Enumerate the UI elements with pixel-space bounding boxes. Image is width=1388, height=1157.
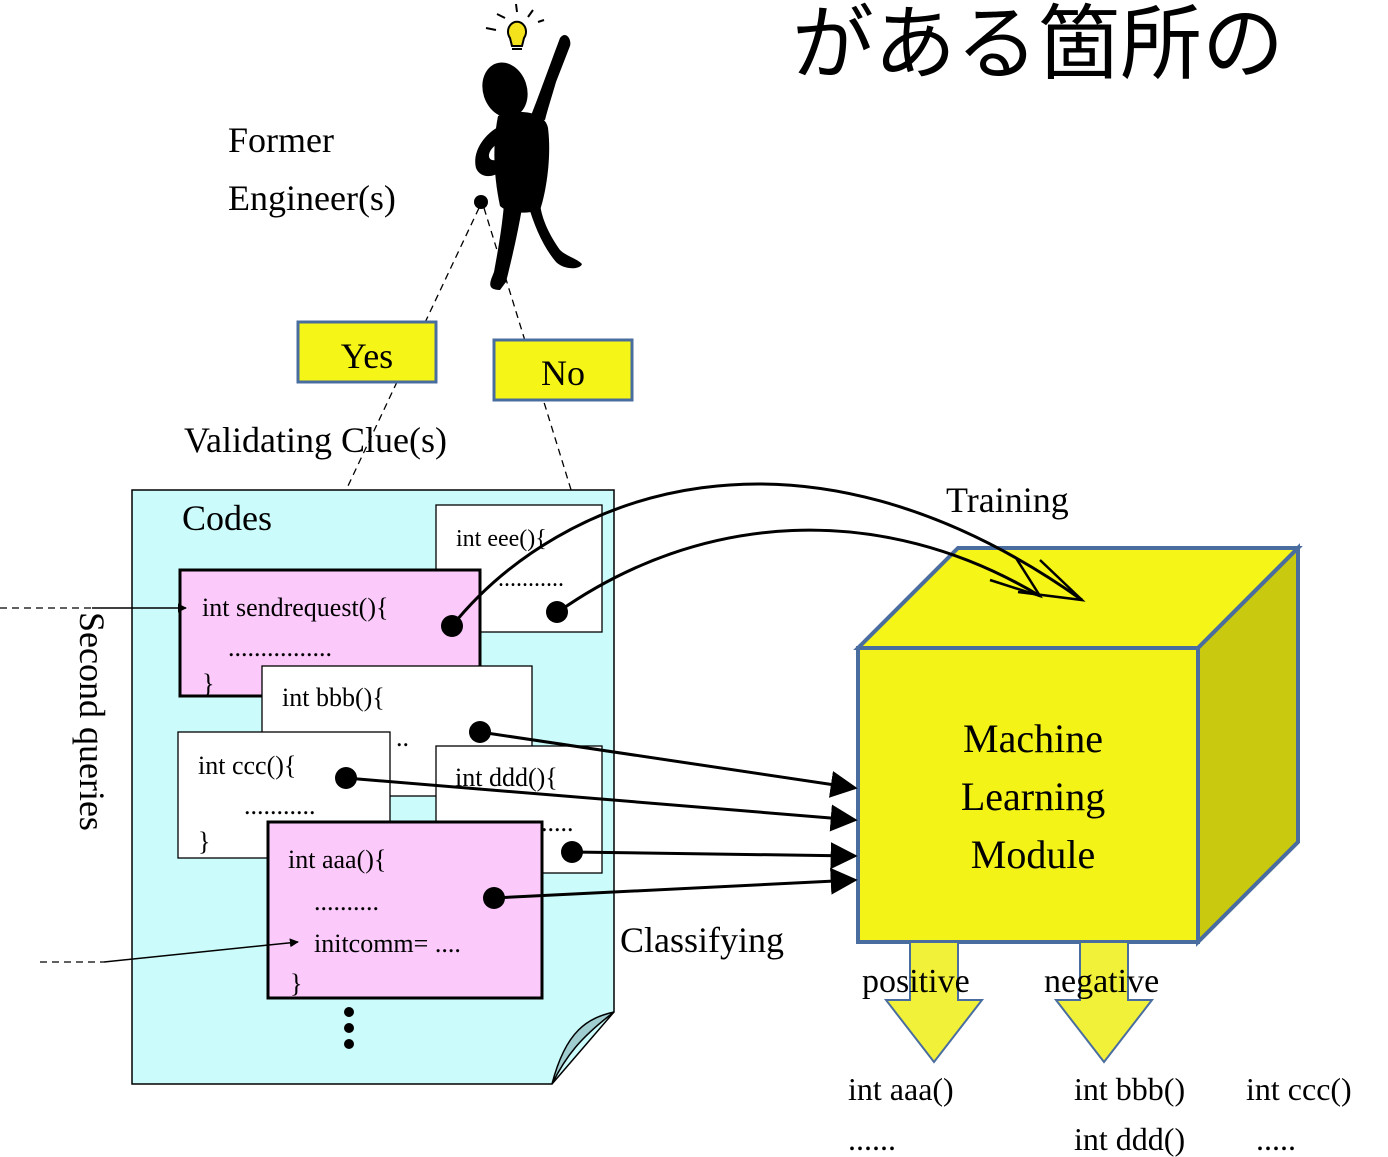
engineer-label-line2: Engineer(s)	[228, 178, 396, 218]
no-box	[492, 338, 634, 402]
module-label-line2: Learning	[961, 774, 1105, 819]
training-arrow-sendrequest	[450, 482, 1083, 627]
training-label: Training	[946, 480, 1069, 520]
title-fragment: がある箇所の	[792, 0, 1284, 92]
codes-title: Codes	[182, 498, 272, 538]
ml-module-cube	[853, 543, 1303, 947]
engineer-figure-icon	[475, 35, 582, 290]
training-arrow-eee	[557, 528, 1041, 614]
code-ccc-line1: int ccc(){	[198, 751, 296, 780]
dot-aaa	[483, 887, 505, 909]
code-aaa-line1: int aaa(){	[288, 845, 386, 874]
validating-label: Validating Clue(s)	[184, 420, 447, 460]
code-sendrequest-line1: int sendrequest(){	[202, 593, 388, 622]
module-label-line1: Machine	[963, 716, 1103, 761]
positive-label: positive	[862, 963, 970, 1000]
code-aaa-line4: }	[290, 969, 302, 998]
code-bbb-line2: ..	[396, 723, 409, 752]
code-sendrequest-line3: }	[202, 669, 214, 698]
code-ddd-line2: .....	[541, 808, 574, 837]
more-items-ellipsis-icon	[344, 1007, 354, 1049]
module-label-line3: Module	[971, 832, 1095, 877]
code-ccc-line2: ...........	[244, 791, 316, 820]
negative-result-4: .....	[1256, 1121, 1296, 1157]
positive-output-arrow	[883, 941, 985, 1064]
yes-box	[296, 320, 438, 384]
classifying-label: Classifying	[620, 920, 784, 960]
code-aaa-line2: ..........	[314, 887, 379, 916]
dot-eee	[546, 601, 568, 623]
engineer-label-line1: Former	[228, 120, 334, 160]
no-label: No	[541, 353, 585, 393]
positive-result-2: ......	[848, 1121, 896, 1157]
code-aaa-line3: initcomm= ....	[314, 929, 461, 958]
positive-result-1: int aaa()	[848, 1071, 954, 1107]
negative-result-3: int ddd()	[1074, 1121, 1185, 1157]
negative-result-2: int ccc()	[1246, 1071, 1352, 1107]
second-queries-label: Second queries	[72, 612, 112, 831]
document-fold	[551, 1011, 615, 1085]
code-sendrequest-line2: ................	[228, 633, 332, 662]
negative-result-1: int bbb()	[1074, 1071, 1185, 1107]
dot-ddd	[561, 841, 583, 863]
dot-sendrequest	[441, 615, 463, 637]
second-query-arrow-bottom	[103, 938, 299, 963]
dot-ccc	[335, 767, 357, 789]
classify-arrow-bbb	[479, 730, 858, 798]
classify-arrow-ddd	[571, 842, 858, 870]
code-box-aaa	[266, 820, 544, 1000]
yes-label: Yes	[341, 336, 393, 376]
lightbulb-icon	[485, 3, 545, 50]
code-eee-line1: int eee(){	[456, 526, 547, 552]
training-arrowheads	[989, 557, 1086, 602]
code-ccc-line3: }	[198, 827, 210, 856]
code-bbb-line1: int bbb(){	[282, 683, 385, 712]
classify-arrow-aaa	[493, 867, 858, 900]
classify-arrow-ccc	[345, 776, 858, 832]
negative-output-arrow	[1053, 941, 1155, 1064]
negative-label: negative	[1044, 963, 1159, 1000]
engineer-anchor-dot	[474, 195, 488, 209]
dot-bbb	[469, 721, 491, 743]
